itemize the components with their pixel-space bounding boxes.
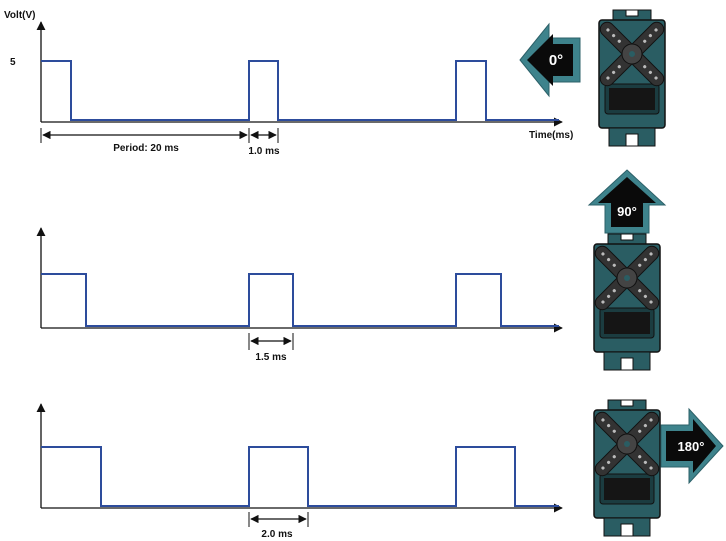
waveform-panel-1: Volt(V) 5 Time(ms) Period: 20 ms 1.0 ms (4, 10, 573, 157)
pwm-signal (41, 60, 559, 121)
angle-label: 180° (678, 439, 705, 454)
pwm-signal (41, 446, 559, 507)
angle-label: 0° (549, 52, 563, 69)
servo-motor-1 (598, 9, 666, 147)
pulse-width-label: 1.5 ms (255, 352, 287, 363)
x-axis-label: Time(ms) (529, 130, 573, 141)
period-label: Period: 20 ms (113, 143, 179, 154)
servo-body (598, 9, 666, 147)
y-tick-5: 5 (10, 57, 16, 68)
arrow-up-90-deg: 90° (587, 169, 667, 234)
servo-horn (594, 245, 660, 311)
pulse-width-label: 1.0 ms (248, 146, 280, 157)
pwm-signal (41, 273, 559, 327)
pulse-width-label: 2.0 ms (261, 529, 293, 540)
servo-motor-3 (593, 399, 661, 537)
angle-label: 90° (617, 204, 637, 219)
waveform-panel-2: 1.5 ms (36, 227, 563, 363)
arrow-right-180-deg: 180° (660, 407, 724, 485)
waveform-panel-3: 2.0 ms (36, 403, 563, 540)
arrow-left-0-deg: 0° (519, 22, 581, 98)
servo-motor-2 (593, 233, 661, 371)
servo-horn (599, 21, 665, 87)
y-axis-label: Volt(V) (4, 10, 35, 21)
servo-horn (594, 411, 660, 477)
